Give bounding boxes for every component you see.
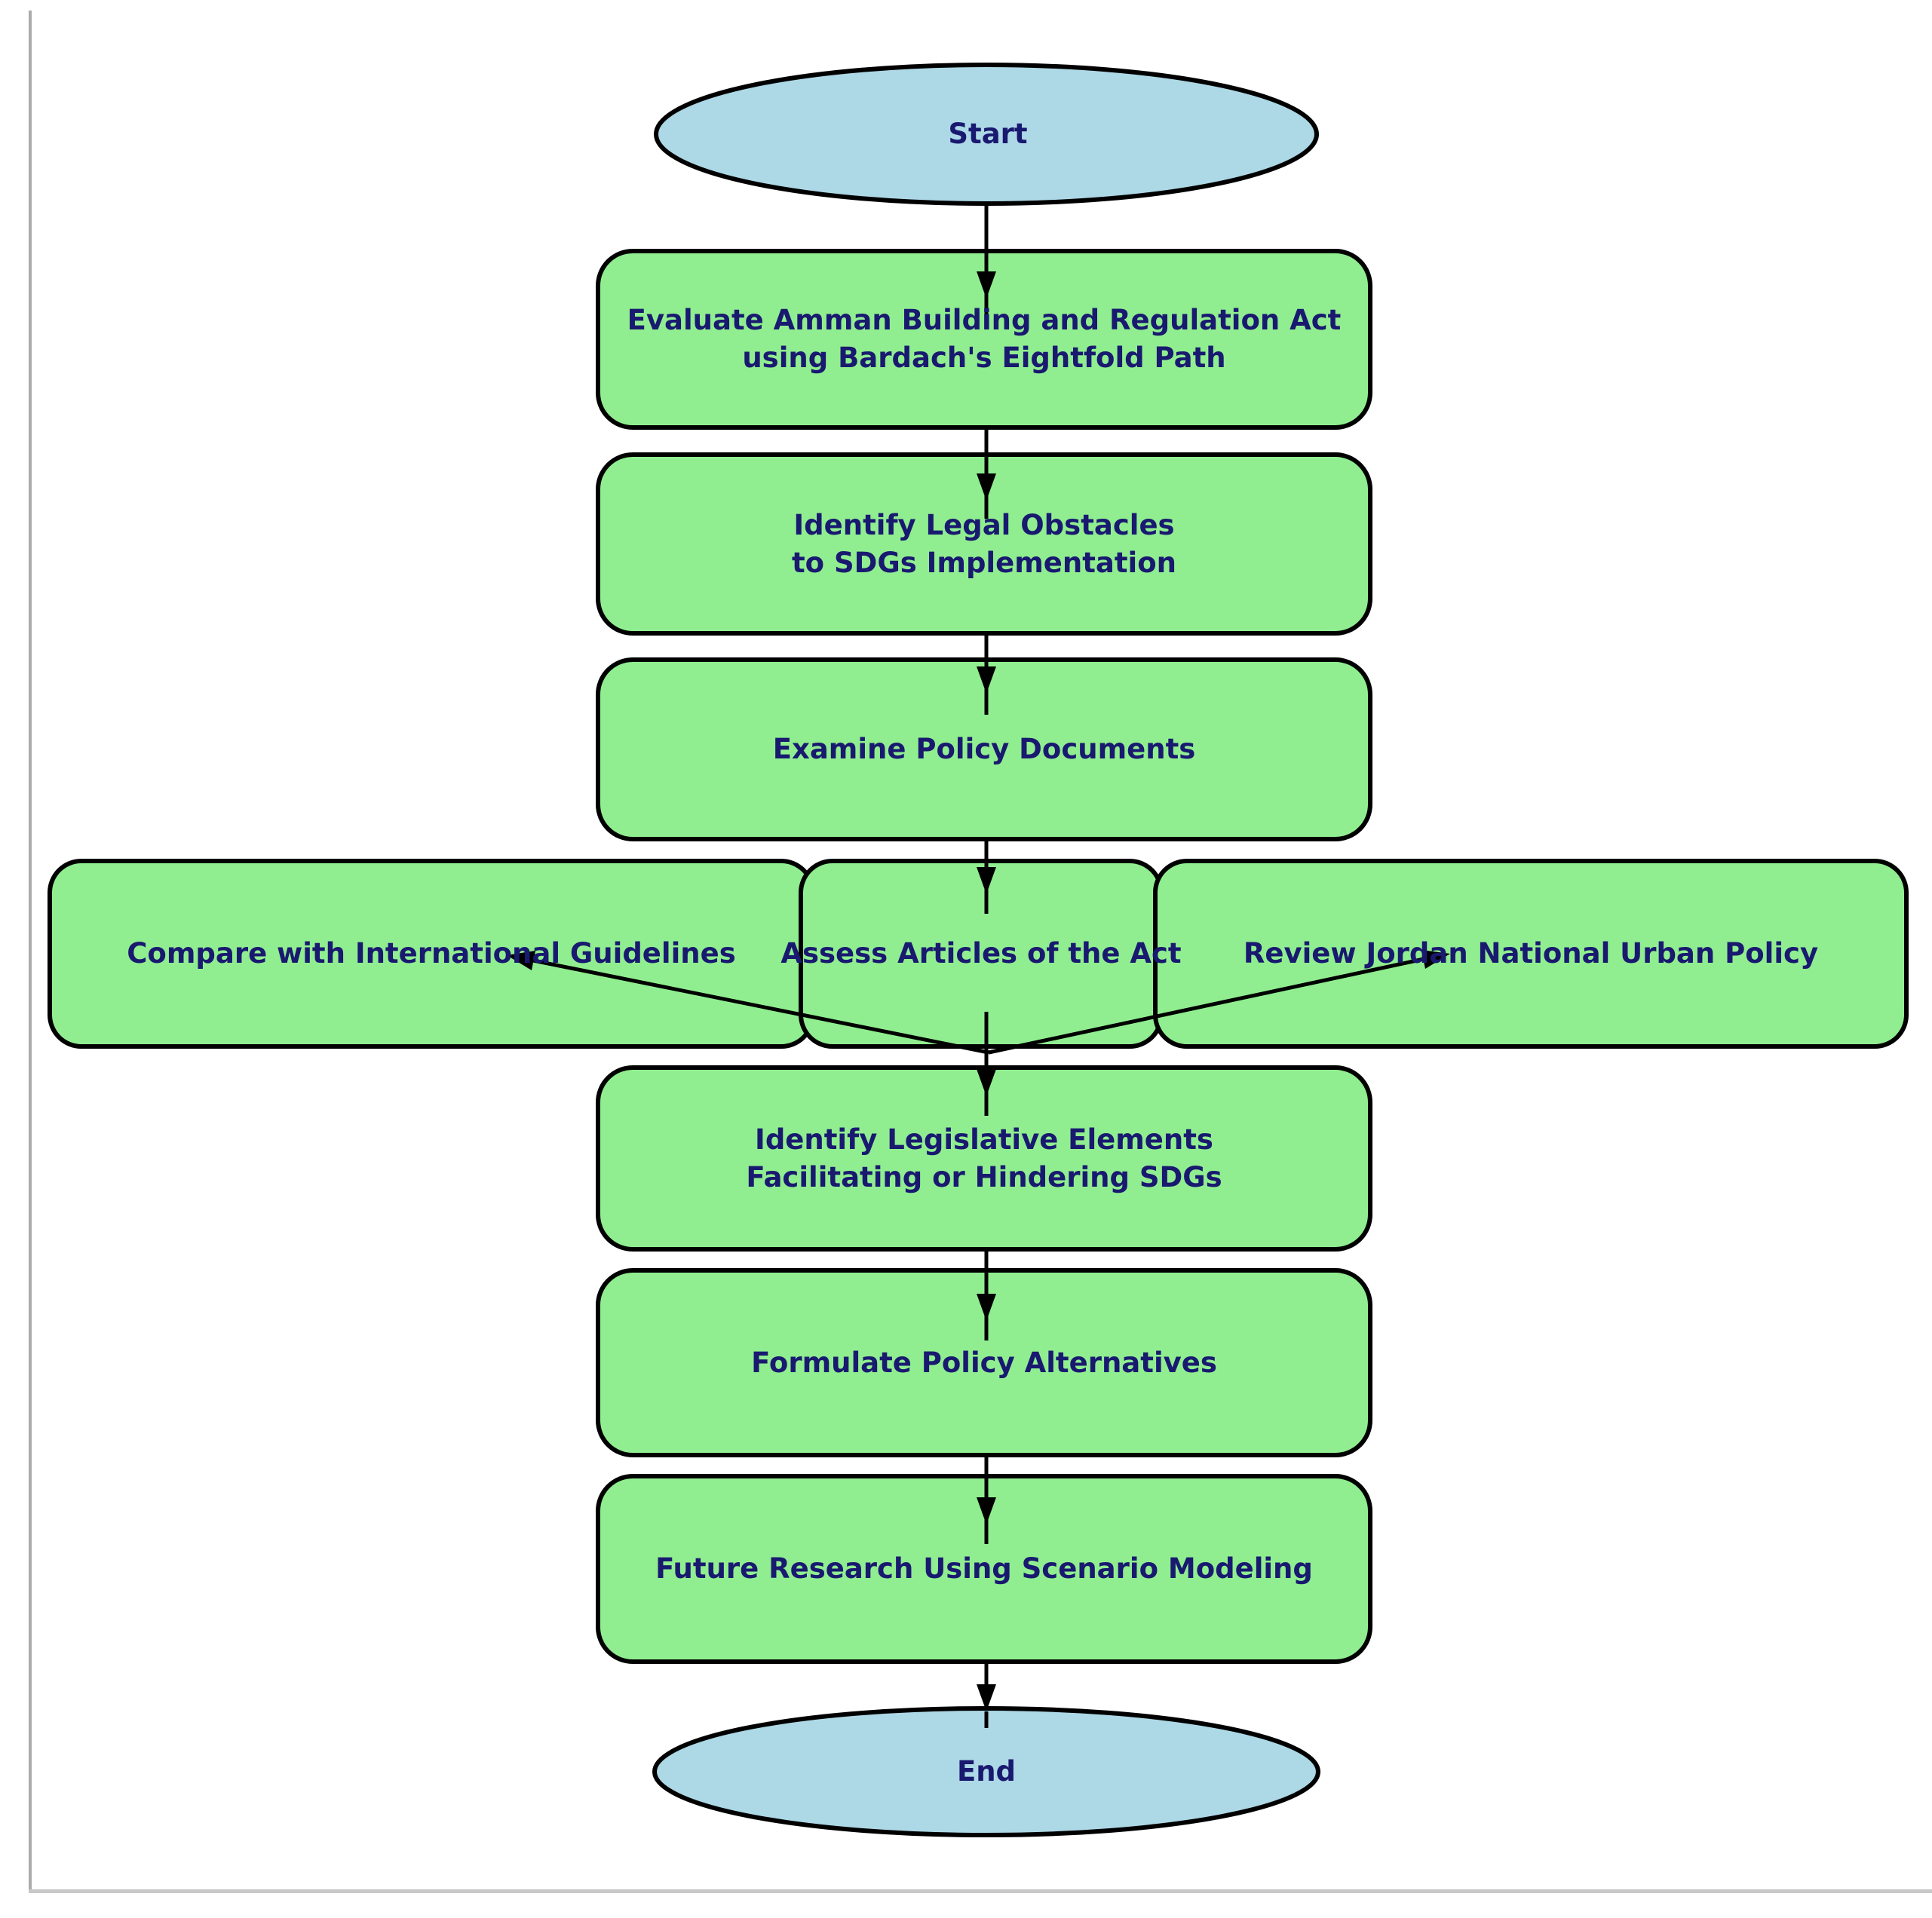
compare-node-box: [48, 859, 815, 1049]
evaluate-node-box: [596, 249, 1372, 430]
arrowhead-formulate: [977, 1294, 996, 1321]
arrowhead-examine: [977, 666, 996, 694]
obstacles-node-box: [596, 452, 1372, 636]
arrowhead-compare: [507, 951, 535, 970]
arrowhead-review: [1421, 950, 1450, 969]
arrowhead-end: [977, 1684, 996, 1711]
edge-arrowheads: [507, 271, 1450, 1711]
examine-node-box: [596, 657, 1372, 841]
stub-review: [988, 957, 1424, 1055]
arrowhead-evaluate: [977, 271, 996, 299]
assess-node-box: [799, 859, 1164, 1049]
formulate-node-box: [596, 1268, 1372, 1457]
arrowhead-assess: [977, 867, 996, 894]
arrowhead-obstacles: [977, 473, 996, 501]
arrowhead-future: [977, 1497, 996, 1524]
review-node-box: [1153, 859, 1909, 1049]
frame-bottom-line: [29, 1889, 1932, 1893]
elements-node-box: [596, 1065, 1372, 1252]
arrowhead-elements: [977, 1069, 996, 1096]
start-node-ellipse: [654, 63, 1319, 206]
stub-compare: [532, 958, 989, 1055]
frame-left-line: [29, 11, 32, 1891]
future-node-box: [596, 1474, 1372, 1664]
